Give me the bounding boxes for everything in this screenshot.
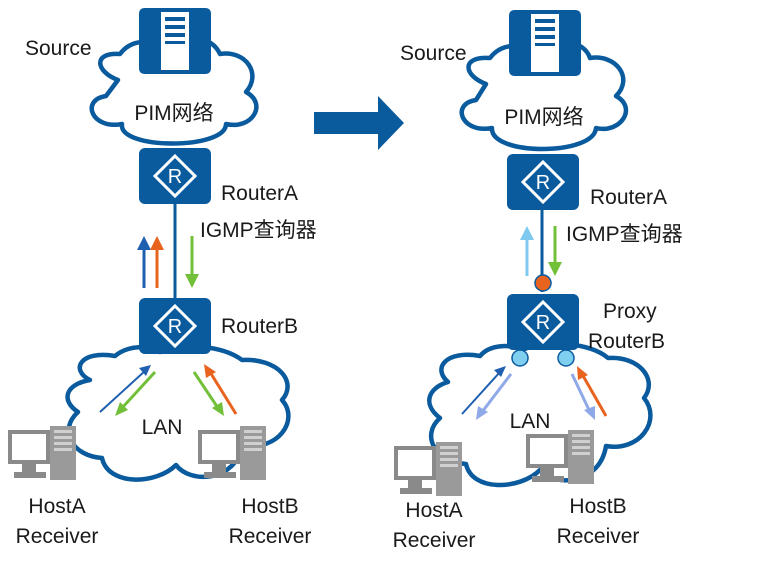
left-lan-arrow-green-b [192, 371, 224, 416]
left-lan-arrow-dark-blue [99, 365, 151, 413]
right-router-b-icon [505, 292, 581, 352]
left-source-server-icon [139, 8, 211, 74]
right-source-server-icon [509, 10, 581, 76]
left-lan-label: LAN [142, 416, 183, 439]
left-router-a-label: RouterA [221, 182, 298, 205]
right-downstream-port-a-icon [511, 349, 529, 367]
left-querier-label: IGMP查询器 [200, 219, 317, 242]
right-lan-label: LAN [510, 410, 551, 433]
right-host-a-role: Receiver [393, 529, 476, 552]
right-lan-arrow-dark-blue [461, 366, 506, 415]
right-source-label: Source [400, 42, 467, 65]
left-pim-cloud [89, 35, 259, 146]
right-pim-cloud [459, 39, 629, 152]
right-router-a-icon [505, 152, 581, 212]
left-report-arrow-orange [150, 236, 164, 288]
left-source-label: Source [25, 37, 92, 60]
left-lan-arrow-orange [204, 364, 238, 415]
right-network-label: PIM网络 [504, 106, 583, 129]
left-router-b-label: RouterB [221, 315, 298, 338]
left-host-b-name: HostB [241, 495, 298, 518]
right-panel: Source PIM网络 LAN RouterA IGMP查询器 Proxy R… [393, 10, 683, 552]
right-report-arrow-light-blue [520, 226, 534, 276]
right-arrow-icon [314, 96, 404, 150]
right-host-b-name: HostB [569, 495, 626, 518]
left-router-b-icon [137, 296, 213, 356]
right-host-a-pc-icon [394, 442, 462, 496]
right-router-b-label: RouterB [588, 330, 665, 353]
left-query-arrow-green [185, 236, 199, 288]
left-host-a-name: HostA [28, 495, 85, 518]
left-report-arrow-dark-blue [137, 236, 151, 288]
right-host-b-role: Receiver [557, 525, 640, 548]
left-router-a-icon [137, 146, 213, 206]
left-host-a-pc-icon [8, 426, 76, 480]
right-querier-label: IGMP查询器 [566, 223, 683, 246]
left-host-b-role: Receiver [229, 525, 312, 548]
right-proxy-label: Proxy [603, 300, 657, 323]
right-downstream-port-b-icon [557, 349, 575, 367]
left-host-a-role: Receiver [16, 525, 99, 548]
right-upstream-port-icon [534, 274, 552, 292]
right-host-a-name: HostA [405, 499, 462, 522]
right-lan-arrow-orange [577, 366, 608, 417]
left-lan-arrow-green-a [115, 370, 157, 416]
right-lan-arrow-periwinkle-b [570, 373, 595, 420]
left-panel: Source PIM网络 LAN RouterA IGMP查询器 RouterB [8, 8, 317, 548]
right-lan-arrow-periwinkle-a [476, 373, 513, 420]
right-router-a-label: RouterA [590, 186, 667, 209]
right-query-arrow-green [548, 226, 562, 276]
left-network-label: PIM网络 [134, 102, 213, 125]
